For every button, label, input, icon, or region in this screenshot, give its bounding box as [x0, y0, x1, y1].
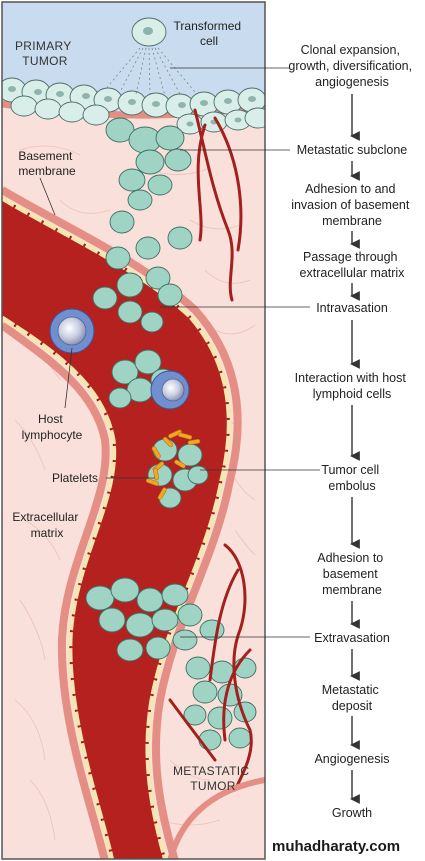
basement-membrane-label: Basement membrane	[18, 149, 76, 178]
step-growth: Growth	[332, 806, 372, 820]
panel-border	[1, 1, 266, 860]
step-adhesion-invasion: Adhesion to and invasion of basement mem…	[291, 182, 413, 228]
primary-tumor-nuclei	[8, 86, 256, 127]
step-clonal-expansion: Clonal expansion, growth, diversificatio…	[288, 43, 415, 89]
expansion-rays	[104, 47, 196, 97]
host-lymphocyte-1	[49, 308, 95, 354]
step-host-interaction: Interaction with host lymphoid cells	[295, 371, 410, 401]
label-leader-lines	[39, 67, 320, 638]
host-lymphocyte-2	[150, 370, 190, 410]
step-tumor-embolus: Tumor cell embolus	[321, 463, 382, 493]
primary-tumor-label: PRIMARY TUMOR	[15, 39, 75, 68]
extracellular-matrix-label: Extracellular matrix	[12, 510, 81, 540]
metastatic-subclone	[105, 117, 192, 211]
transformed-cell-nucleus	[143, 27, 153, 35]
vessel-membrane-inner	[2, 321, 110, 859]
extravasating-cells	[85, 577, 225, 662]
process-steps: Clonal expansion, growth, diversificatio…	[288, 43, 415, 820]
step-metastatic-deposit: Metastatic deposit	[322, 683, 382, 713]
platelets-cluster	[145, 429, 201, 500]
metastatic-tumor-label: METASTATIC TUMOR	[173, 764, 253, 793]
step-adhesion-membrane: Adhesion to basement membrane	[317, 551, 387, 597]
step-angiogenesis: Angiogenesis	[314, 752, 389, 766]
migrating-cells	[92, 210, 193, 333]
platelets-label: Platelets	[52, 471, 98, 485]
step-intravasation: Intravasation	[316, 301, 388, 315]
step-passage-matrix: Passage through extracellular matrix	[300, 250, 406, 280]
step-metastatic-subclone: Metastatic subclone	[297, 143, 408, 157]
angiogenic-vessels	[168, 108, 253, 792]
transformed-cell-label: Transformed cell	[174, 19, 245, 48]
step-extravasation: Extravasation	[314, 631, 390, 645]
watermark: muhadharaty.com	[272, 838, 401, 855]
endothelium-inner	[2, 315, 117, 859]
metastatic-tumor-boundary	[167, 777, 265, 859]
host-lymphocyte-label: Host lymphocyte	[22, 412, 83, 442]
illustration-panel	[2, 2, 265, 859]
